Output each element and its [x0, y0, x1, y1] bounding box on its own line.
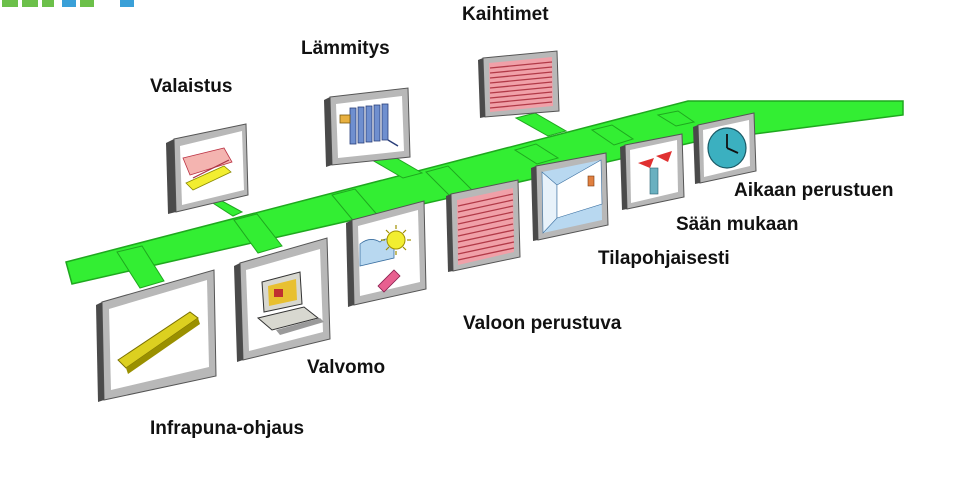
weather-station-icon — [620, 133, 685, 210]
label-infrapuna-ohjaus: Infrapuna-ohjaus — [150, 418, 305, 439]
radiator-icon — [324, 87, 411, 167]
label-tilapohjaisesti: Tilapohjaisesti — [598, 248, 730, 269]
clock-icon — [693, 112, 757, 184]
infrared-remote-icon — [96, 269, 217, 402]
room-sensor-icon — [531, 152, 609, 241]
label-valaistus: Valaistus — [150, 76, 233, 97]
label-kaihtimet: Kaihtimet — [462, 4, 549, 25]
logo-fragment — [2, 0, 134, 7]
ceiling-light-icon — [166, 123, 249, 214]
window-blinds-icon — [446, 179, 521, 272]
label-saan-mukaan: Sään mukaan — [676, 214, 799, 235]
label-lammitys: Lämmitys — [301, 38, 390, 59]
label-valvomo: Valvomo — [307, 357, 386, 378]
label-valoon-perustuva: Valoon perustuva — [463, 313, 622, 334]
green-bus — [65, 100, 904, 289]
computer-workstation-icon — [234, 237, 331, 362]
label-aikaan-perustuen: Aikaan perustuen — [734, 180, 894, 201]
window-blinds-icon — [478, 50, 560, 118]
sun-light-sensor-icon — [346, 200, 427, 307]
